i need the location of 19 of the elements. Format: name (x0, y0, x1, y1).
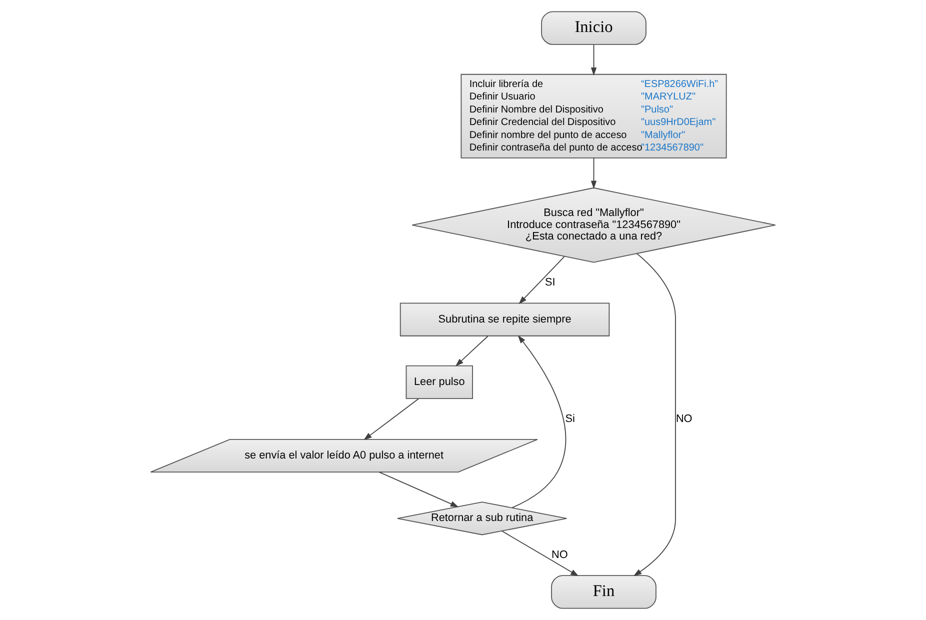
node-box: Leer pulso (406, 365, 473, 399)
node-box: Inicio (541, 11, 646, 45)
node-box: Incluir librería de “ESP8266WiFi.h” Definir Usuario "MARYLUZ" Definir Nombre del Dispositivo "Pulso" Definir Credencial del Dispositivo "uus9HrD0Ejam" Definir nombre del punto de acceso "Mallyflor" Definir contraseña del punto de acceso"1234567890" (460, 74, 727, 158)
arrow (518, 256, 565, 304)
arrow (633, 253, 676, 576)
edge-label: NO (676, 412, 692, 425)
node-box: Subrutina se repite siempre (400, 302, 610, 336)
edge-label: NO (552, 548, 568, 561)
arrow (512, 335, 566, 508)
arrow (590, 44, 597, 76)
arrow (378, 472, 459, 508)
edge-label: SI (545, 276, 556, 289)
edge-label: Si (565, 412, 575, 425)
arrow (501, 530, 579, 576)
arrow (590, 158, 597, 189)
node-diamond: Busca red "Mallyflor" Introduce contraseña "1234567890" ¿Esta conectado a una red? (412, 187, 776, 263)
arrow (364, 398, 420, 440)
arrow (455, 336, 488, 366)
node-box: Fin (551, 575, 656, 609)
